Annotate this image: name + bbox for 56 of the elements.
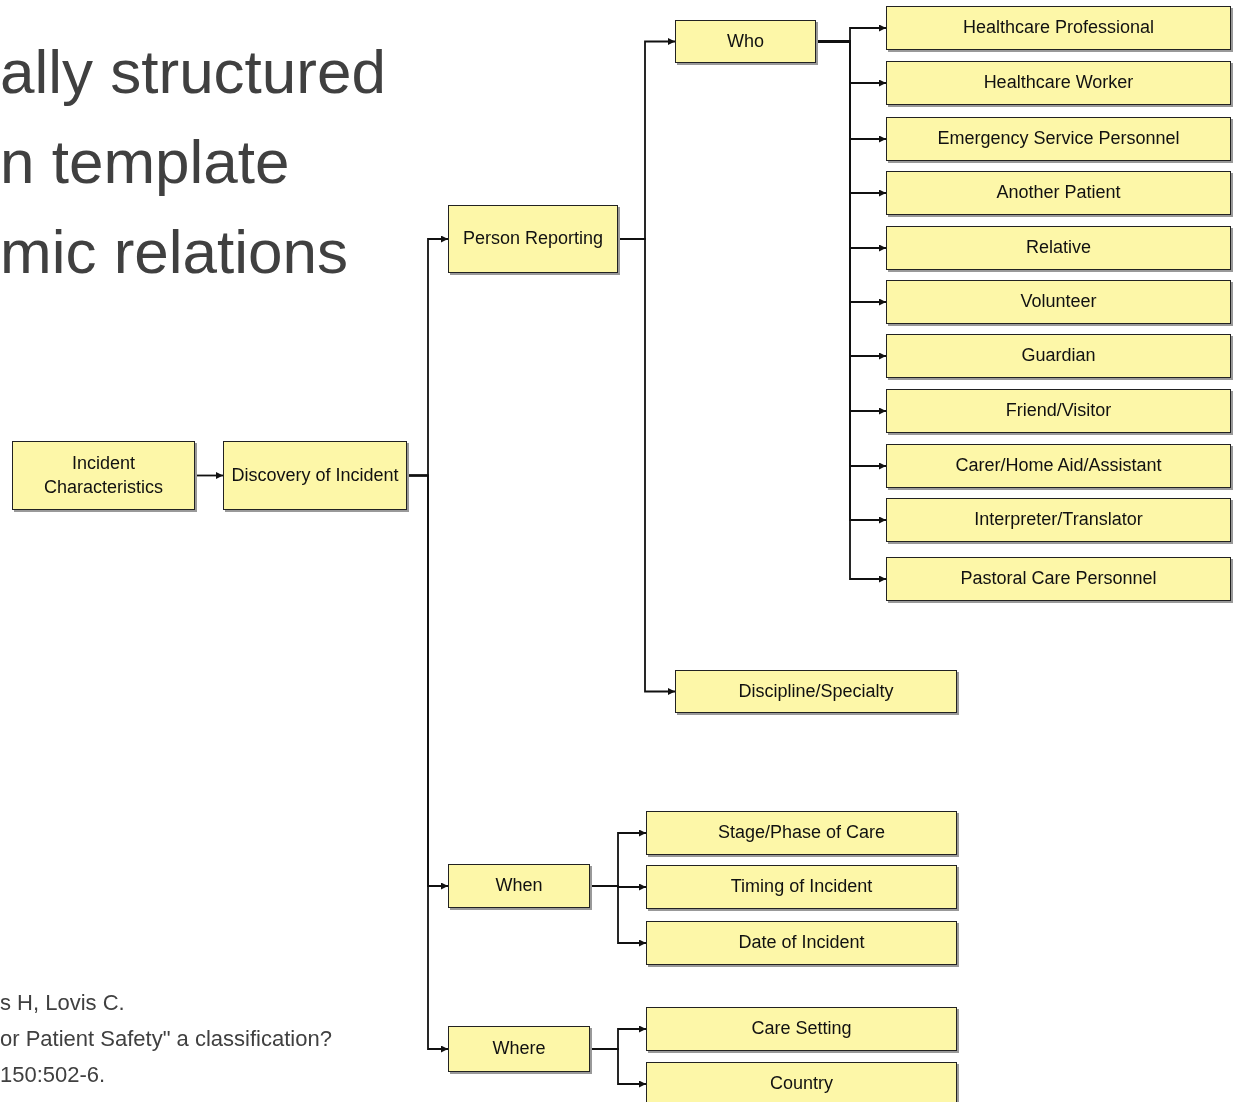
box-label: Country	[770, 1072, 833, 1096]
process-box	[12, 441, 195, 510]
box-label: Where	[492, 1037, 546, 1061]
process-box	[886, 498, 1231, 542]
process-box	[886, 171, 1231, 215]
box-label: Volunteer	[1020, 290, 1097, 314]
citation-text: 150:502-6.	[0, 1062, 106, 1088]
box-label: Care Setting	[751, 1017, 852, 1041]
box-label: Emergency Service Personnel	[937, 127, 1180, 151]
process-box	[223, 441, 407, 510]
box-label: Who	[727, 29, 764, 53]
box-label: When	[495, 874, 543, 898]
arrow	[589, 885, 647, 947]
process-box	[448, 205, 618, 273]
arrow	[194, 472, 224, 479]
process-box	[886, 444, 1231, 488]
box-label: Stage/Phase of Care	[717, 821, 886, 845]
box-label: Interpreter/Translator	[974, 508, 1143, 532]
title-text: n template	[0, 126, 290, 197]
box-label: Date of Incident	[738, 931, 865, 955]
process-box	[886, 389, 1231, 433]
process-box	[646, 811, 957, 855]
box-label: Healthcare Professional	[962, 16, 1155, 40]
process-box	[886, 117, 1231, 161]
process-box	[886, 226, 1231, 270]
process-box	[448, 1026, 590, 1072]
process-box	[646, 1007, 957, 1051]
process-box	[886, 280, 1231, 324]
box-label: Healthcare Worker	[983, 71, 1134, 95]
box-label: Guardian	[1021, 344, 1096, 368]
box-label: Relative	[1026, 236, 1091, 260]
process-box	[886, 61, 1231, 105]
title-text: mic relations	[0, 216, 348, 287]
box-label: Timing of Incident	[730, 875, 873, 899]
process-box	[646, 1062, 957, 1102]
box-label: Carer/Home Aid/Assistant	[955, 454, 1162, 478]
arrow	[406, 474, 449, 1053]
process-box	[886, 6, 1231, 50]
process-box	[675, 670, 957, 713]
citation-text: or Patient Safety" a classification?	[0, 1026, 332, 1052]
box-label: Discovery of Incident	[231, 463, 399, 487]
box-label: Person Reporting	[462, 227, 604, 251]
title-text: ally structured	[0, 36, 386, 107]
process-box	[448, 864, 590, 908]
process-box	[646, 865, 957, 909]
citation-text: s H, Lovis C.	[0, 990, 125, 1016]
arrow	[589, 1048, 647, 1088]
box-label: Friend/Visitor	[1005, 399, 1112, 423]
box-label: Another Patient	[996, 181, 1121, 205]
box-label: Pastoral Care Personnel	[960, 567, 1157, 591]
box-label: Incident Characteristics	[43, 452, 164, 499]
process-box	[886, 557, 1231, 601]
process-box	[646, 921, 957, 965]
process-box	[675, 20, 816, 63]
box-label: Discipline/Specialty	[738, 679, 894, 703]
process-box	[886, 334, 1231, 378]
